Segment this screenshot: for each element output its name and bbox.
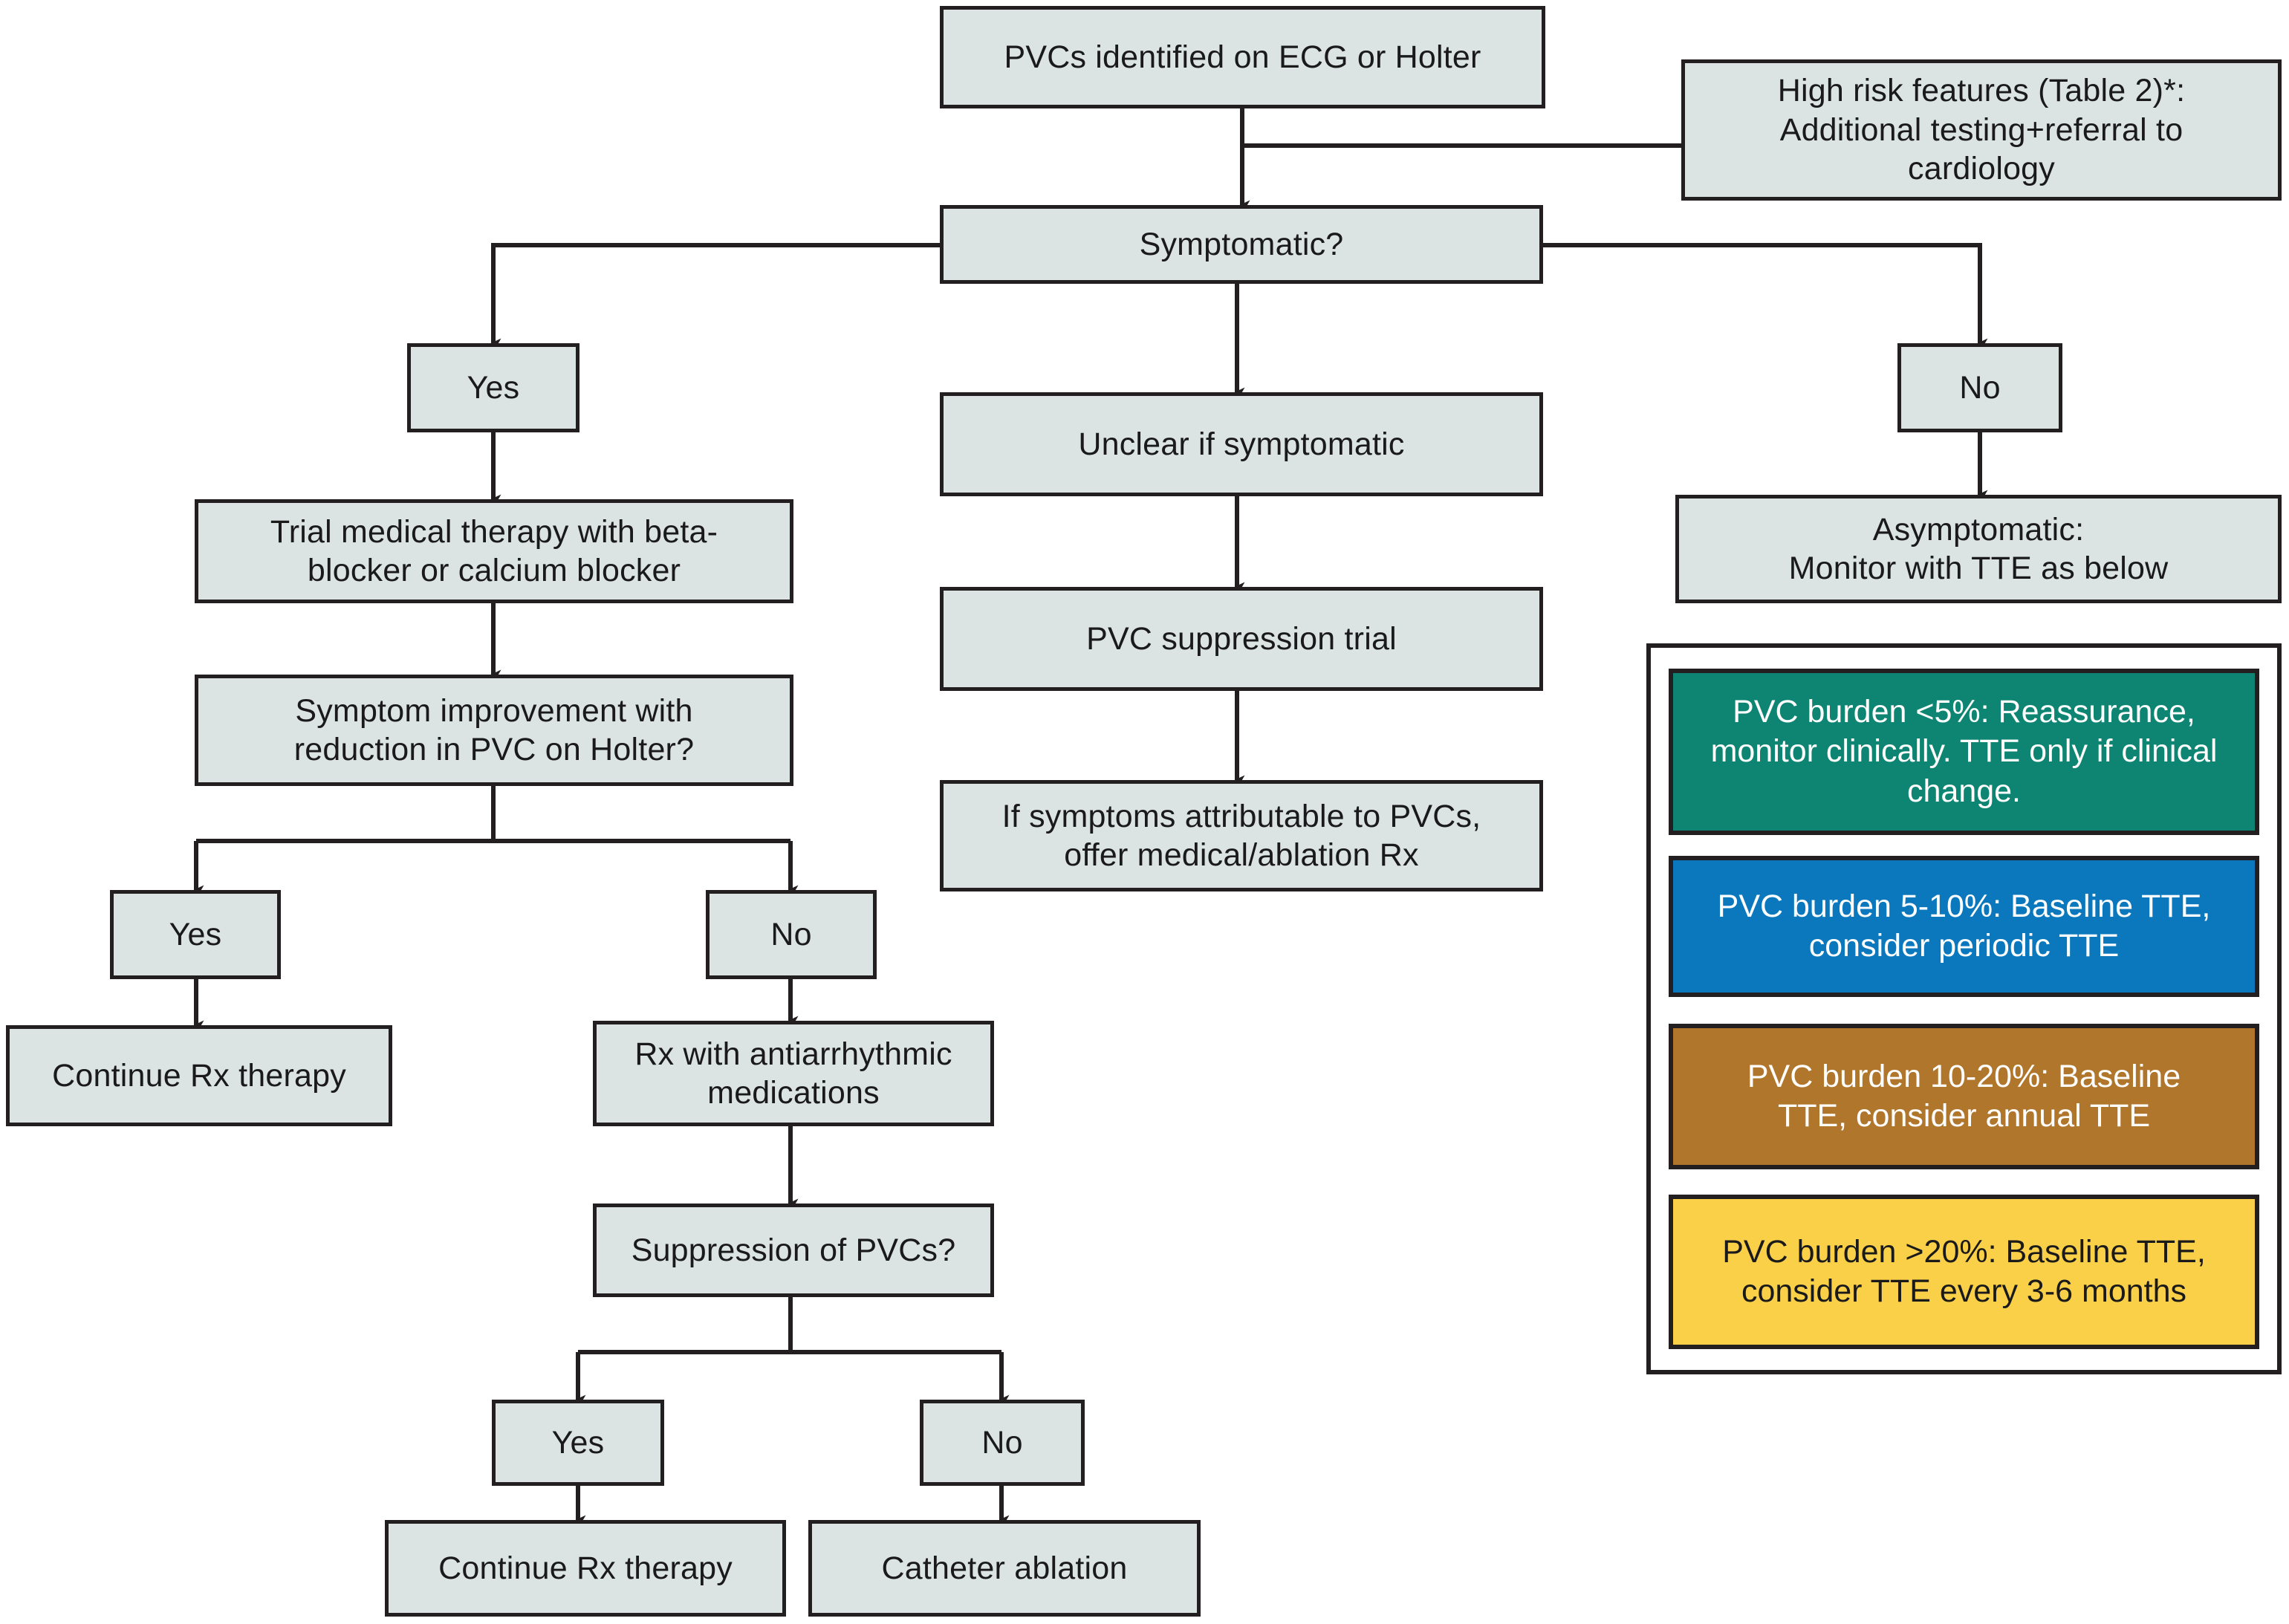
node-pvc-suppression-trial-label: PVC suppression trial	[1086, 620, 1397, 657]
node-no-symptomatic[interactable]: No	[1897, 343, 2062, 432]
legend-burden-lt-5-line1: PVC burden <5%: Reassurance,	[1733, 694, 2195, 730]
node-catheter-ablation-label: Catheter ablation	[881, 1550, 1128, 1586]
node-yes-improvement[interactable]: Yes	[110, 890, 281, 979]
node-yes-improvement-label: Yes	[169, 916, 222, 952]
node-if-symptoms-attributable[interactable]: If symptoms attributable to PVCs, offer …	[940, 780, 1543, 891]
node-symptomatic-label: Symptomatic?	[1139, 226, 1344, 262]
node-suppression-of-pvcs-label: Suppression of PVCs?	[631, 1232, 956, 1268]
legend-burden-10-20-line2: TTE, consider annual TTE	[1777, 1098, 2151, 1134]
node-no-symptomatic-label: No	[1959, 369, 2001, 406]
node-asymptomatic-line2: Monitor with TTE as below	[1788, 550, 2169, 586]
node-yes-suppression[interactable]: Yes	[492, 1400, 664, 1486]
node-suppression-of-pvcs[interactable]: Suppression of PVCs?	[593, 1204, 994, 1297]
node-high-risk-features[interactable]: High risk features (Table 2)*: Additiona…	[1681, 59, 2282, 201]
node-symptomatic[interactable]: Symptomatic?	[940, 205, 1543, 284]
node-catheter-ablation[interactable]: Catheter ablation	[808, 1520, 1201, 1617]
legend-burden-5-10-line1: PVC burden 5-10%: Baseline TTE,	[1717, 888, 2211, 924]
node-yes-suppression-label: Yes	[551, 1424, 605, 1461]
node-if-symptoms-line2: offer medical/ablation Rx	[1064, 837, 1419, 873]
node-rx-antiarrhythmic[interactable]: Rx with antiarrhythmic medications	[593, 1021, 994, 1126]
node-high-risk-line3: cardiology	[1908, 151, 2055, 187]
legend-burden-gt-20-line1: PVC burden >20%: Baseline TTE,	[1722, 1233, 2206, 1270]
legend-burden-5-10[interactable]: PVC burden 5-10%: Baseline TTE, consider…	[1669, 856, 2259, 997]
node-unclear-if-symptomatic[interactable]: Unclear if symptomatic	[940, 392, 1543, 496]
node-symptom-improvement[interactable]: Symptom improvement with reduction in PV…	[195, 675, 793, 786]
node-no-improvement[interactable]: No	[706, 890, 877, 979]
node-symptom-improvement-line2: reduction in PVC on Holter?	[293, 732, 695, 767]
node-no-improvement-label: No	[770, 916, 812, 952]
legend-burden-lt-5-line2: monitor clinically. TTE only if clinical	[1710, 733, 2218, 770]
node-trial-medical-line1: Trial medical therapy with beta-	[270, 513, 718, 550]
node-asymptomatic-monitor[interactable]: Asymptomatic: Monitor with TTE as below	[1675, 495, 2282, 603]
node-start[interactable]: PVCs identified on ECG or Holter	[940, 6, 1545, 108]
wire-symptomatic-to-yes	[490, 243, 940, 348]
node-high-risk-line1: High risk features (Table 2)*:	[1777, 73, 2186, 109]
legend-burden-gt-20-line2: consider TTE every 3-6 months	[1741, 1273, 2187, 1309]
legend-burden-gt-20[interactable]: PVC burden >20%: Baseline TTE, consider …	[1669, 1195, 2259, 1349]
node-trial-medical-therapy[interactable]: Trial medical therapy with beta- blocker…	[195, 499, 793, 603]
node-high-risk-line2: Additional testing+referral to	[1779, 111, 2184, 148]
node-continue-rx-therapy-1[interactable]: Continue Rx therapy	[6, 1025, 392, 1126]
legend-burden-10-20[interactable]: PVC burden 10-20%: Baseline TTE, conside…	[1669, 1024, 2259, 1169]
node-no-suppression[interactable]: No	[920, 1400, 1085, 1486]
node-trial-medical-line2: blocker or calcium blocker	[307, 553, 681, 588]
node-start-label: PVCs identified on ECG or Holter	[1004, 39, 1481, 75]
node-if-symptoms-line1: If symptoms attributable to PVCs,	[1001, 798, 1481, 834]
node-asymptomatic-line1: Asymptomatic:	[1872, 511, 2085, 548]
node-symptom-improvement-line1: Symptom improvement with	[295, 692, 693, 729]
node-no-suppression-label: No	[981, 1424, 1023, 1461]
node-continue-rx-therapy-2[interactable]: Continue Rx therapy	[385, 1520, 786, 1617]
node-yes-symptomatic-label: Yes	[467, 369, 520, 406]
node-rx-antiarrhythmic-line1: Rx with antiarrhythmic	[634, 1036, 952, 1072]
node-continue-rx-2-label: Continue Rx therapy	[438, 1550, 733, 1586]
node-pvc-suppression-trial[interactable]: PVC suppression trial	[940, 587, 1543, 691]
node-yes-symptomatic[interactable]: Yes	[407, 343, 579, 432]
legend-burden-lt-5[interactable]: PVC burden <5%: Reassurance, monitor cli…	[1669, 669, 2259, 835]
node-continue-rx-1-label: Continue Rx therapy	[52, 1057, 346, 1094]
node-unclear-label: Unclear if symptomatic	[1078, 426, 1405, 462]
legend-burden-5-10-line2: consider periodic TTE	[1808, 928, 2120, 964]
legend-burden-lt-5-line3: change.	[1906, 773, 2022, 809]
legend-burden-10-20-line1: PVC burden 10-20%: Baseline	[1747, 1058, 2181, 1094]
node-rx-antiarrhythmic-line2: medications	[707, 1075, 880, 1111]
wire-symptomatic-to-no	[1542, 243, 1988, 348]
